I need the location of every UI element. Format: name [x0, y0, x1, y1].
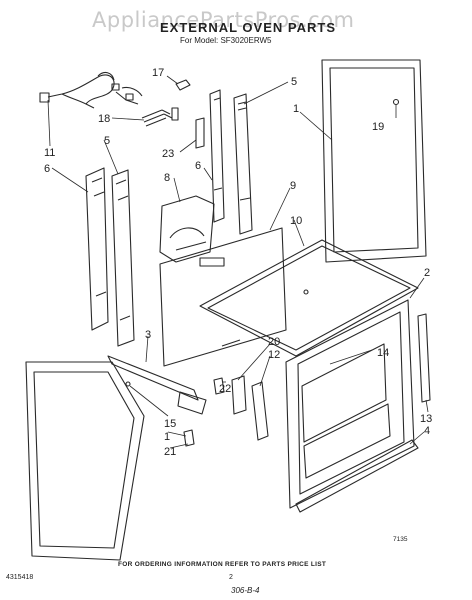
watermark: AppliancePartsPros.com: [92, 8, 355, 32]
rear-side-trim-left: [209, 89, 225, 223]
model-number: For Model: SF3020ERW5: [180, 36, 272, 45]
callout-10: 10: [290, 215, 302, 227]
callout-6-center: 6: [195, 160, 201, 172]
callout-13: 13: [420, 413, 432, 425]
callout-6-left: 6: [44, 163, 50, 175]
callout-18: 18: [98, 113, 110, 125]
callout-22: 22: [219, 383, 231, 395]
callout-labels: 17 5 1 18 19 11 6 5 23 6 8 9 10 2 3 14 2…: [44, 67, 432, 458]
left-side-trim-inner: [111, 169, 135, 347]
callout-23: 23: [162, 148, 174, 160]
callout-5-top: 5: [291, 76, 297, 88]
small-bracket: [195, 117, 205, 149]
callout-2: 2: [424, 267, 430, 279]
callout-11: 11: [44, 147, 55, 159]
callout-8: 8: [164, 172, 170, 184]
callout-12: 12: [268, 349, 280, 361]
left-side-trim-outer: [85, 167, 109, 331]
cooktop-surface: [199, 239, 419, 357]
ordering-note: FOR ORDERING INFORMATION REFER TO PARTS …: [118, 561, 327, 568]
callout-17: 17: [152, 67, 164, 79]
callout-5-left: 5: [104, 135, 110, 147]
diagram-title: EXTERNAL OVEN PARTS: [160, 20, 336, 35]
callout-20: 20: [268, 336, 280, 348]
document-number: 4315418: [6, 574, 34, 581]
leader-lines: [47, 75, 429, 449]
callout-1-top: 1: [293, 103, 299, 115]
handwritten-note: 306-B-4: [231, 586, 260, 595]
callout-1-bottom: 1: [164, 431, 170, 443]
callout-14: 14: [377, 347, 389, 359]
cabinet-front: [285, 299, 415, 509]
kick-plate: [295, 439, 419, 513]
callout-9: 9: [290, 180, 296, 192]
figure-code: 7135: [393, 536, 408, 543]
vent-duct: [159, 195, 215, 263]
callout-15: 15: [164, 418, 176, 430]
callout-19: 19: [372, 121, 384, 133]
lower-door-panel: [25, 361, 145, 561]
top-door-panel: [321, 59, 427, 263]
wire-harness: [39, 71, 143, 109]
page-number: 2: [229, 574, 233, 581]
side-strip: [417, 313, 431, 403]
callout-4: 4: [424, 425, 430, 437]
wire-connectors: [141, 107, 179, 127]
clip-part: [175, 79, 191, 91]
callout-21: 21: [164, 446, 176, 458]
rear-side-trim-right: [233, 93, 253, 235]
back-panel: [159, 227, 287, 367]
base-rail: [107, 355, 207, 447]
callout-3: 3: [145, 329, 151, 341]
